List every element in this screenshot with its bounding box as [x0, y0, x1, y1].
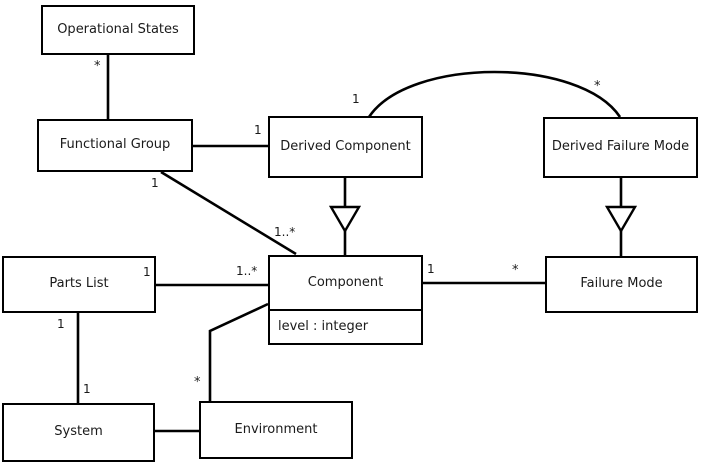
- class-name-operational-states: Operational States: [57, 21, 179, 37]
- class-parts-list[interactable]: Parts List: [2, 256, 156, 313]
- class-name-system: System: [54, 424, 103, 440]
- class-functional-group[interactable]: Functional Group: [37, 119, 193, 172]
- class-name-failure-mode: Failure Mode: [580, 276, 663, 292]
- multiplicity-failure-mode-from-component: *: [512, 263, 519, 278]
- multiplicity-operational-states-functional-group: *: [94, 59, 101, 74]
- class-derived-component[interactable]: Derived Component: [268, 116, 423, 178]
- multiplicity-functional-group-component: 1: [151, 176, 159, 190]
- class-derived-failure-mode[interactable]: Derived Failure Mode: [543, 117, 698, 178]
- class-attribute-component-level: level : integer: [270, 309, 421, 343]
- multiplicity-environment-to-component: *: [194, 375, 201, 390]
- class-name-component: Component: [307, 274, 384, 290]
- multiplicity-component-to-failure-mode: 1: [427, 262, 435, 276]
- multiplicity-component-from-parts-list: 1..*: [236, 264, 258, 278]
- class-name-functional-group: Functional Group: [59, 137, 171, 153]
- class-system[interactable]: System: [2, 403, 155, 462]
- generalization-arrowhead-derived-failure-mode: [604, 205, 638, 234]
- class-operational-states[interactable]: Operational States: [41, 5, 195, 55]
- class-failure-mode[interactable]: Failure Mode: [545, 256, 698, 313]
- multiplicity-system-to-parts-list: 1: [83, 382, 91, 396]
- multiplicity-parts-list-to-system: 1: [57, 317, 65, 331]
- multiplicity-functional-group-derived-component: 1: [254, 123, 262, 137]
- association-environment-component: [208, 302, 269, 401]
- multiplicity-component-from-functional-group: 1..*: [274, 225, 296, 239]
- multiplicity-derived-component-to-derived-failure-mode: 1: [352, 92, 360, 106]
- class-name-environment: Environment: [234, 421, 318, 437]
- association-functional-group-component: [160, 170, 297, 256]
- multiplicity-parts-list-to-component: 1: [143, 265, 151, 279]
- class-environment[interactable]: Environment: [199, 401, 353, 459]
- class-component[interactable]: Component level : integer: [268, 255, 423, 345]
- association-derived-component-derived-failure-mode: [367, 70, 622, 118]
- class-name-parts-list: Parts List: [49, 276, 109, 292]
- class-name-derived-failure-mode: Derived Failure Mode: [551, 139, 690, 155]
- multiplicity-derived-failure-mode-from-derived-component: *: [594, 79, 601, 94]
- class-name-derived-component: Derived Component: [280, 138, 411, 154]
- generalization-arrowhead-derived-component: [328, 205, 362, 234]
